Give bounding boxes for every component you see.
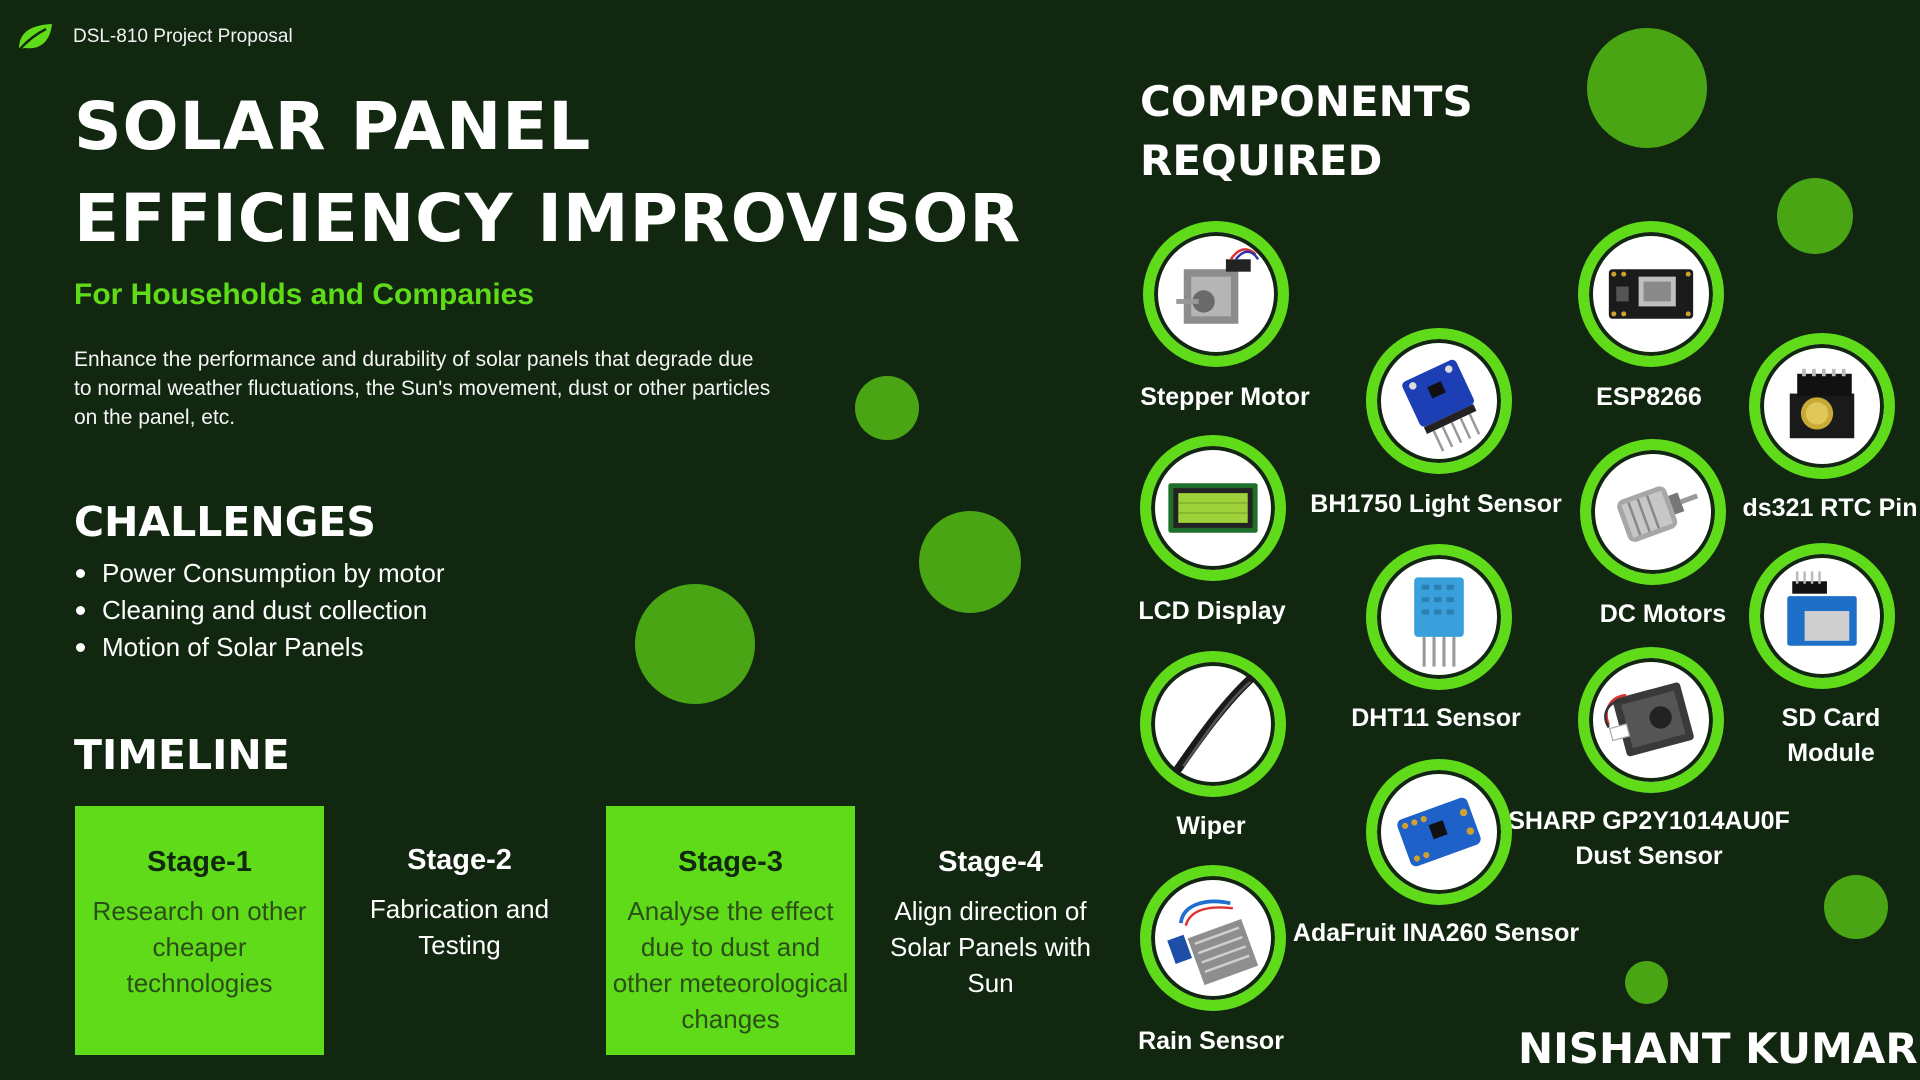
components-heading-line-1: COMPONENTS bbox=[1140, 77, 1473, 126]
sd-card-module-icon bbox=[1749, 543, 1895, 689]
description: Enhance the performance and durability o… bbox=[74, 348, 771, 429]
ina260-sensor-icon bbox=[1366, 759, 1512, 905]
component-label: Stepper Motor bbox=[1140, 383, 1310, 411]
component-label: AdaFruit INA260 Sensor bbox=[1292, 919, 1580, 947]
component-label: DC Motors bbox=[1599, 600, 1727, 628]
challenge-item-text: Power Consumption by motor bbox=[102, 558, 445, 588]
rain-sensor-icon bbox=[1140, 865, 1286, 1011]
timeline-stage-4: Stage-4 Align direction of Solar Panels … bbox=[866, 806, 1115, 1055]
component-label: DHT11 Sensor bbox=[1351, 704, 1521, 732]
author-name: NISHANT KUMAR bbox=[1518, 1024, 1918, 1073]
decor-circle bbox=[1777, 178, 1853, 254]
leaf-icon bbox=[18, 24, 52, 51]
challenge-item: Motion of Solar Panels bbox=[74, 629, 444, 666]
component-label: SD Card Module bbox=[1781, 704, 1881, 767]
decor-circle bbox=[635, 584, 755, 704]
component-label: ds321 RTC Pin bbox=[1742, 494, 1918, 522]
stage-description: Align direction of Solar Panels with Sun bbox=[890, 896, 1091, 998]
decor-circle bbox=[1625, 961, 1668, 1004]
stage-title: Stage-1 bbox=[147, 846, 252, 878]
stage-title: Stage-2 bbox=[407, 844, 512, 876]
challenges-heading: CHALLENGES bbox=[74, 498, 376, 546]
project-label: DSL-810 Project Proposal bbox=[73, 26, 293, 47]
stepper-motor-icon bbox=[1143, 221, 1289, 367]
components-heading-line-2: REQUIRED bbox=[1140, 136, 1383, 185]
components-heading: COMPONENTS REQUIRED bbox=[1140, 72, 1473, 190]
challenge-item-text: Motion of Solar Panels bbox=[102, 632, 364, 662]
esp8266-board-icon bbox=[1578, 221, 1724, 367]
light-sensor-icon bbox=[1366, 328, 1512, 474]
component-label: SHARP GP2Y1014AU0F Dust Sensor bbox=[1508, 807, 1790, 870]
stage-description: Fabrication and Testing bbox=[369, 894, 550, 960]
stage-title: Stage-4 bbox=[938, 846, 1043, 878]
challenge-item: Cleaning and dust collection bbox=[74, 592, 444, 629]
page-title-line-1: SOLAR PANEL bbox=[74, 88, 592, 165]
timeline-stage-3: Stage-3 Analyse the effect due to dust a… bbox=[606, 806, 855, 1055]
lcd-display-icon bbox=[1140, 435, 1286, 581]
wiper-icon bbox=[1140, 651, 1286, 797]
dht11-sensor-icon bbox=[1366, 544, 1512, 690]
stage-title: Stage-3 bbox=[678, 846, 783, 878]
decor-circle bbox=[919, 511, 1021, 613]
decor-circle bbox=[1824, 875, 1888, 939]
timeline-stage-1: Stage-1 Research on other cheaper techno… bbox=[75, 806, 324, 1055]
component-label: ESP8266 bbox=[1596, 383, 1702, 411]
dc-motor-icon bbox=[1580, 439, 1726, 585]
decor-circle bbox=[855, 376, 919, 440]
timeline-heading: TIMELINE bbox=[74, 731, 290, 779]
stage-description: Research on other cheaper technologies bbox=[92, 896, 307, 998]
component-label: Wiper bbox=[1176, 812, 1246, 840]
subtitle: For Households and Companies bbox=[74, 278, 535, 311]
challenges-list: Power Consumption by motor Cleaning and … bbox=[74, 555, 444, 666]
timeline-stage-2: Stage-2 Fabrication and Testing bbox=[335, 806, 584, 1055]
challenge-item-text: Cleaning and dust collection bbox=[102, 595, 428, 625]
rtc-module-icon bbox=[1749, 333, 1895, 479]
component-label: BH1750 Light Sensor bbox=[1310, 490, 1562, 518]
page-title-line-2: EFFICIENCY IMPROVISOR bbox=[74, 180, 1022, 257]
stage-description: Analyse the effect due to dust and other… bbox=[612, 896, 849, 1034]
dust-sensor-icon bbox=[1578, 647, 1724, 793]
component-label: Rain Sensor bbox=[1138, 1027, 1284, 1055]
challenge-item: Power Consumption by motor bbox=[74, 555, 444, 592]
decor-circle bbox=[1587, 28, 1707, 148]
component-label: LCD Display bbox=[1138, 597, 1286, 625]
